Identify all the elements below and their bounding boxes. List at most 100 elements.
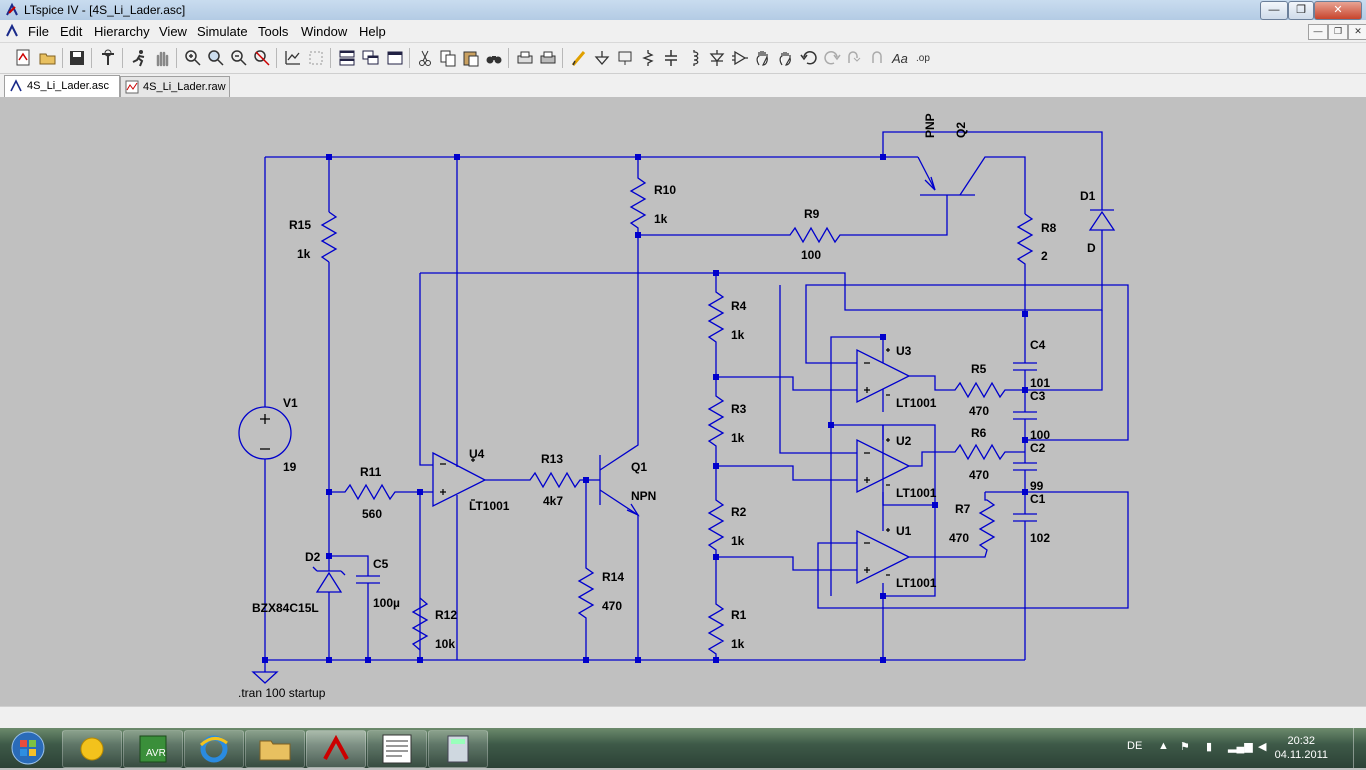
redo-icon[interactable] [822,48,842,68]
print-preview-icon[interactable] [515,48,535,68]
u2-value: LT1001 [896,486,937,500]
zoom-in-icon[interactable] [183,48,203,68]
font-app-icon[interactable] [367,730,427,768]
open-icon[interactable] [38,48,58,68]
zoom-fit-icon[interactable] [252,48,272,68]
q2-value: PNP [923,113,937,138]
status-bar [0,706,1366,729]
zoom-out-icon[interactable] [229,48,249,68]
r1-name: R1 [731,608,747,622]
save-icon[interactable] [67,48,87,68]
cut-icon[interactable] [415,48,435,68]
taskbar-clock[interactable]: 20:32 04.11.2011 [1275,734,1328,762]
sun-app-icon[interactable] [62,730,122,768]
r12-value: 10k [435,637,455,651]
avr-studio-icon[interactable]: AVR [123,730,183,768]
draw-wire-icon[interactable] [569,48,589,68]
tray-arrow-icon[interactable]: ▲ [1158,740,1169,752]
mdi-close-button[interactable]: ✕ [1348,24,1366,40]
r2-value: 1k [731,534,745,548]
volume-icon[interactable]: ◀ [1258,741,1267,753]
d2-name: D2 [305,550,321,564]
internet-explorer-icon[interactable] [184,730,244,768]
menu-help[interactable]: Help [359,24,386,39]
language-indicator[interactable]: DE [1127,740,1143,752]
halt-icon[interactable] [152,48,172,68]
cascade-icon[interactable] [361,48,381,68]
spice-directive-icon[interactable]: .op [914,48,934,68]
clock-time: 20:32 [1287,735,1316,747]
r15-value: 1k [297,247,311,261]
paste-icon[interactable] [461,48,481,68]
mirror-icon[interactable] [868,48,888,68]
document-icon[interactable] [4,23,20,39]
calculator-icon[interactable] [428,730,488,768]
menu-window[interactable]: Window [301,24,348,39]
c5-value: 100µ [373,596,400,610]
label-net-icon[interactable] [615,48,635,68]
clock-date: 04.11.2011 [1274,749,1328,761]
capacitor-icon[interactable] [661,48,681,68]
menu-edit[interactable]: Edit [60,24,83,39]
move-icon[interactable] [753,48,773,68]
ltspice-icon[interactable] [306,730,366,768]
action-center-icon[interactable]: ⚑ [1180,741,1190,753]
autorange-icon[interactable] [283,48,303,68]
undo-icon[interactable] [799,48,819,68]
menu-file[interactable]: File [28,24,49,39]
window-maximize-button[interactable]: ❐ [1288,1,1314,20]
u3-value: LT1001 [896,396,937,410]
c2-name: C2 [1030,441,1046,455]
run-icon[interactable] [129,48,149,68]
r5-name: R5 [971,362,987,376]
r7-value: 470 [949,531,969,545]
d1-name: D1 [1080,189,1096,203]
u4-name: U4 [469,447,485,461]
schematic-canvas[interactable]: V1 19 R15 1k R11 560 D2 BZX84C15L C5 100… [0,97,1366,706]
menu-hierarchy[interactable]: Hierarchy [94,24,150,39]
menu-simulate[interactable]: Simulate [197,24,248,39]
r1-value: 1k [731,637,745,651]
r11-name: R11 [360,465,382,479]
r3-name: R3 [731,402,747,416]
window-minimize-button[interactable]: — [1260,1,1288,20]
resistor-icon[interactable] [638,48,658,68]
window-close-button[interactable]: ✕ [1314,1,1362,20]
drag-icon[interactable] [776,48,796,68]
text-icon[interactable]: Aa [891,48,911,68]
window-title: LTspice IV - [4S_Li_Lader.asc] [24,3,186,17]
menu-view[interactable]: View [159,24,187,39]
explorer-folder-icon[interactable] [245,730,305,768]
ground-icon[interactable] [592,48,612,68]
show-desktop-button[interactable] [1353,728,1366,768]
close-window-icon[interactable] [385,48,405,68]
new-schematic-icon[interactable] [14,48,34,68]
svg-text:Aa: Aa [891,51,908,66]
mdi-minimize-button[interactable]: — [1308,24,1328,40]
spice-directive[interactable]: .tran 100 startup [238,686,326,700]
start-orb[interactable] [8,730,48,766]
grid-icon[interactable] [306,48,326,68]
tab-schematic[interactable]: 4S_Li_Lader.asc [4,75,120,98]
battery-icon[interactable]: ▮ [1206,741,1213,753]
mdi-restore-button[interactable]: ❐ [1328,24,1348,40]
zoom-pan-icon[interactable] [206,48,226,68]
tab-waveform[interactable]: 4S_Li_Lader.raw [120,76,230,97]
component-icon[interactable] [730,48,750,68]
inductor-icon[interactable] [684,48,704,68]
q2-name: Q2 [954,122,968,138]
rotate-icon[interactable] [845,48,865,68]
diode-icon[interactable] [707,48,727,68]
signal-icon[interactable]: ▂▄▆ [1228,741,1253,753]
c3-value: 100 [1030,428,1050,442]
find-icon[interactable] [484,48,504,68]
print-icon[interactable] [538,48,558,68]
control-panel-icon[interactable] [98,48,118,68]
r12-name: R12 [435,608,457,622]
tile-horizontal-icon[interactable] [337,48,357,68]
copy-icon[interactable] [438,48,458,68]
r9-name: R9 [804,207,820,221]
menu-tools[interactable]: Tools [258,24,289,39]
u2-name: U2 [896,434,912,448]
r5-value: 470 [969,404,989,418]
